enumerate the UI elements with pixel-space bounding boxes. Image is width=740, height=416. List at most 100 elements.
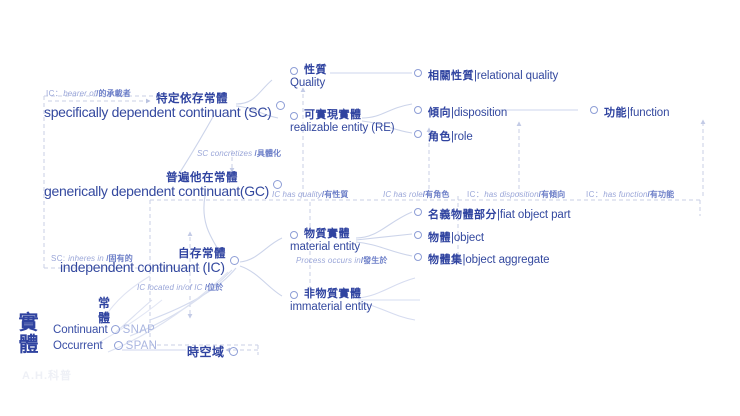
root-entity-label: 實體 bbox=[18, 312, 40, 356]
continuant-han-label: 常體 bbox=[97, 296, 110, 325]
node-ring-icon bbox=[414, 231, 422, 239]
edge-label-prefix: IC： bbox=[467, 190, 485, 199]
node-spatiotemporal-region[interactable]: 時空域 bbox=[187, 343, 238, 361]
node-relational-quality[interactable]: 相關性質|relational quality bbox=[414, 66, 558, 84]
node-label-en: Quality bbox=[290, 77, 326, 89]
edge-label-inheres-in: SC: inheres in /固有的 bbox=[51, 253, 133, 264]
node-ring-icon bbox=[414, 69, 422, 77]
node-independent-continuant[interactable]: 自存常體 independent continuant (IC) bbox=[60, 248, 239, 275]
node-label-cn: 性質 bbox=[304, 64, 327, 76]
edge-label-latin: IC located in/of IC bbox=[137, 283, 205, 292]
edge-label-located-in: IC located in/of IC /位於 bbox=[137, 282, 223, 293]
node-immaterial-entity[interactable]: 非物質實體 immaterial entity bbox=[290, 288, 372, 314]
node-label-cn: 可實現實體 bbox=[304, 109, 362, 121]
node-label-en: immaterial entity bbox=[290, 301, 373, 313]
node-label-cn: 時空域 bbox=[187, 345, 225, 359]
legend-label-continuant: Continuant bbox=[53, 324, 108, 336]
node-label-cn: 傾向 bbox=[428, 107, 451, 119]
node-label-cn: 特定依存常體 bbox=[156, 93, 228, 105]
node-ring-icon bbox=[275, 101, 285, 110]
node-label-cn: 物體 bbox=[428, 232, 451, 244]
edge-label-latin: IC has quality bbox=[272, 190, 322, 199]
node-ring-icon bbox=[414, 208, 422, 216]
node-specifically-dependent-continuant[interactable]: 特定依存常體 specifically dependent continuant… bbox=[44, 93, 285, 120]
node-quality[interactable]: 性質 Quality bbox=[290, 64, 327, 90]
node-label-cn: 非物質實體 bbox=[304, 288, 362, 300]
legend-row-occurrent[interactable]: Occurrent SPAN bbox=[53, 340, 157, 352]
edge-label-concretizes: SC concretizes /具體化 bbox=[197, 148, 281, 159]
edge-label-has-function: IC：has function/有功能 bbox=[586, 189, 674, 200]
edge-label-han: /有功能 bbox=[647, 190, 675, 199]
legend-system-snap: SNAP bbox=[122, 324, 156, 336]
node-label-en: |object bbox=[451, 232, 484, 244]
node-label-en: |fiat object part bbox=[497, 209, 571, 221]
edge-label-han: /有性質 bbox=[321, 190, 349, 199]
node-generically-dependent-continuant[interactable]: 普遍他在常體 generically dependent continuant(… bbox=[44, 172, 283, 199]
node-ring-icon bbox=[414, 106, 422, 114]
node-ring-icon bbox=[290, 231, 298, 239]
legend-ring-icon bbox=[110, 325, 120, 334]
node-ring-icon bbox=[228, 347, 238, 356]
node-label-cn: 物體集 bbox=[428, 254, 463, 266]
node-ring-icon bbox=[290, 112, 298, 120]
edge-label-han: /有傾向 bbox=[538, 190, 566, 199]
edge-label-prefix: SC: bbox=[51, 254, 69, 263]
legend-row-continuant[interactable]: Continuant SNAP bbox=[53, 324, 155, 336]
legend-label-occurrent: Occurrent bbox=[53, 340, 103, 352]
node-label-en: |function bbox=[627, 107, 670, 119]
node-label-en: |disposition bbox=[451, 107, 508, 119]
edge-label-latin: SC concretizes bbox=[197, 149, 255, 158]
edge-label-prefix: IC： bbox=[586, 190, 604, 199]
node-ring-icon bbox=[590, 106, 598, 114]
node-label-cn: 相關性質 bbox=[428, 70, 474, 82]
edge-label-has-quality: IC has quality/有性質 bbox=[272, 189, 349, 200]
node-label-en: |role bbox=[451, 131, 473, 143]
node-label-en: material entity bbox=[290, 241, 361, 253]
edge-label-has-disposition: IC：has disposition/有傾向 bbox=[467, 189, 565, 200]
edge-label-han: /發生於 bbox=[360, 256, 388, 265]
node-label-en: specifically dependent continuant (SC) bbox=[44, 104, 272, 120]
edge-label-han: /的承載者 bbox=[96, 89, 131, 98]
node-role[interactable]: 角色|role bbox=[414, 127, 473, 145]
node-label-cn: 自存常體 bbox=[178, 248, 226, 260]
node-material-entity[interactable]: 物質實體 material entity bbox=[290, 228, 360, 254]
edge-label-latin: has disposition bbox=[484, 190, 539, 199]
edge-label-latin: bearer of bbox=[63, 89, 97, 98]
node-ring-icon bbox=[290, 291, 298, 299]
node-label-cn: 角色 bbox=[428, 131, 451, 143]
node-label-en: generically dependent continuant(GC) bbox=[44, 183, 270, 199]
node-label-en: independent continuant (IC) bbox=[60, 259, 225, 275]
watermark: A.H.科普 bbox=[22, 370, 72, 382]
node-label-cn: 功能 bbox=[604, 107, 627, 119]
node-label-en: |relational quality bbox=[474, 70, 559, 82]
edge-label-han: /固有的 bbox=[106, 254, 133, 263]
node-fiat-object-part[interactable]: 名義物體部分|fiat object part bbox=[414, 205, 571, 223]
edge-label-bearer-of: IC：bearer of/的承載者 bbox=[46, 88, 131, 99]
node-ring-icon bbox=[414, 130, 422, 138]
edge-label-han: /有角色 bbox=[422, 190, 450, 199]
node-disposition[interactable]: 傾向|disposition bbox=[414, 103, 507, 121]
edge-label-latin: Process occurs in bbox=[296, 256, 361, 265]
node-object[interactable]: 物體|object bbox=[414, 228, 484, 246]
node-label-cn: 名義物體部分 bbox=[428, 209, 497, 221]
legend-ring-icon bbox=[113, 341, 123, 350]
edge-label-latin: has function bbox=[603, 190, 648, 199]
node-realizable-entity[interactable]: 可實現實體 realizable entity (RE) bbox=[290, 109, 395, 135]
edge-label-latin: inheres in bbox=[68, 254, 107, 263]
node-label-cn: 物質實體 bbox=[304, 228, 350, 240]
edge-label-process-occurs-in: Process occurs in/發生於 bbox=[296, 255, 387, 266]
edge-label-has-role: IC has role/有角色 bbox=[383, 189, 449, 200]
node-function[interactable]: 功能|function bbox=[590, 103, 669, 121]
node-ring-icon bbox=[230, 256, 239, 265]
edge-label-prefix: IC： bbox=[46, 89, 64, 98]
node-ring-icon bbox=[273, 180, 283, 189]
node-object-aggregate[interactable]: 物體集|object aggregate bbox=[414, 250, 550, 268]
edge-label-han: /具體化 bbox=[254, 149, 282, 158]
node-label-en: realizable entity (RE) bbox=[290, 122, 395, 134]
edge-label-latin: IC has role bbox=[383, 190, 423, 199]
node-ring-icon bbox=[414, 253, 422, 261]
node-ring-icon bbox=[290, 67, 298, 75]
legend-system-span: SPAN bbox=[125, 340, 158, 352]
